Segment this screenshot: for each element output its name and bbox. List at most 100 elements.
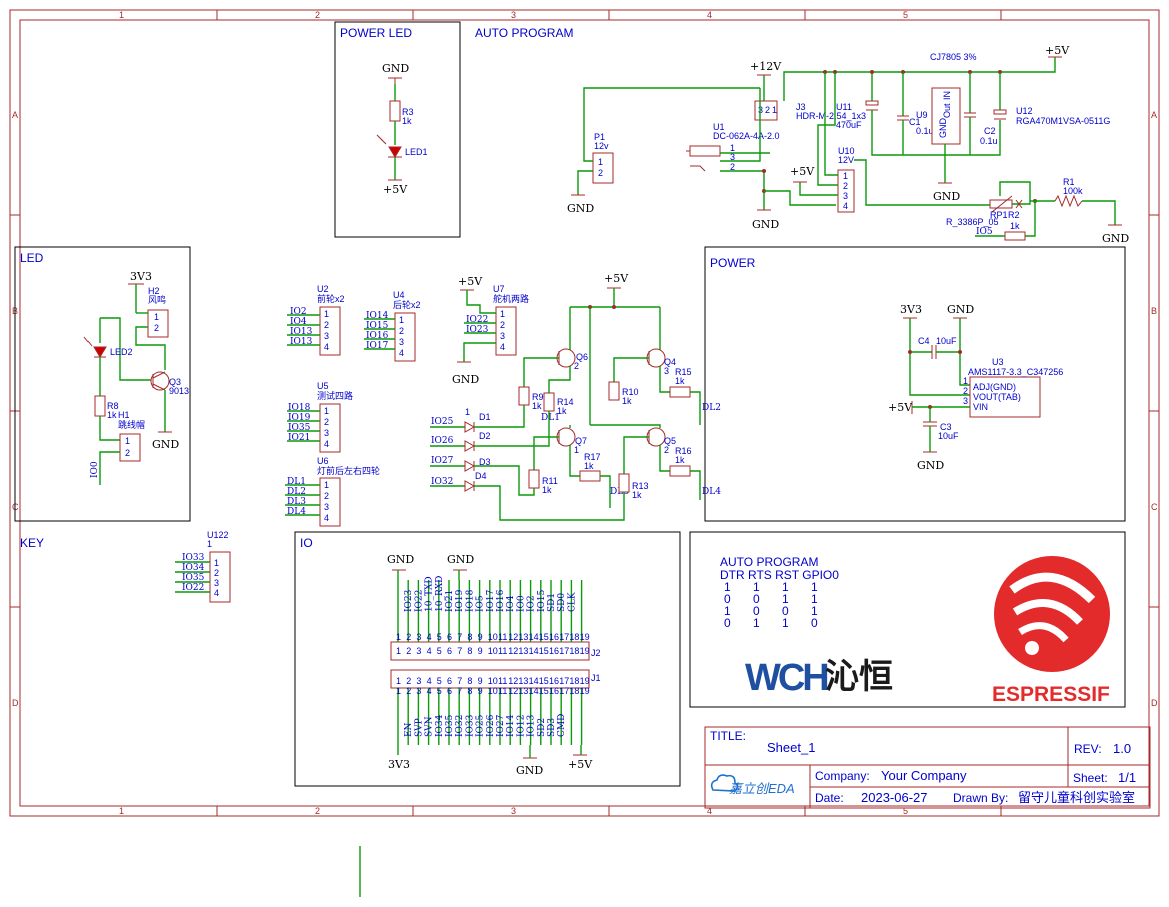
pin-number: 18 bbox=[569, 646, 579, 656]
r15-ref: R15 bbox=[675, 367, 692, 377]
pin-number: 2 bbox=[324, 417, 329, 427]
resistor-r16 bbox=[669, 465, 691, 477]
grid-col: 4 bbox=[707, 10, 712, 20]
pin-number: 3 bbox=[214, 578, 219, 588]
pin-number: 1 bbox=[465, 407, 470, 417]
u6-ref: U6 bbox=[317, 456, 329, 466]
u10-value: 12V bbox=[838, 155, 854, 165]
p3v3-label: 3V3 bbox=[900, 303, 922, 316]
pin-number: 1 bbox=[214, 558, 219, 568]
pin-number: 13 bbox=[518, 676, 528, 686]
q5-ref: Q5 bbox=[664, 436, 676, 446]
net-label: DL1 bbox=[287, 477, 306, 487]
pin-number: 9 bbox=[478, 646, 483, 656]
diode-d3 bbox=[464, 460, 476, 472]
grid-row: D bbox=[12, 698, 19, 708]
grid-row: A bbox=[12, 110, 18, 120]
net-label: IO4 bbox=[290, 317, 307, 327]
q6-value: 2 bbox=[574, 361, 579, 371]
r11-ref: R11 bbox=[542, 476, 558, 486]
net-label: IO21 bbox=[288, 433, 310, 443]
net-label: IO18 bbox=[465, 589, 475, 612]
u7-value: 舵机两路 bbox=[493, 293, 529, 304]
power-led-circuit: GND R3 1k LED1 +5V bbox=[376, 62, 428, 196]
pin-number: 14 bbox=[529, 632, 539, 642]
net-label: EN bbox=[404, 722, 414, 737]
pin-number: 8 bbox=[467, 676, 472, 686]
pin-number: 3 bbox=[963, 396, 968, 406]
pin-number: 4 bbox=[427, 676, 432, 686]
net-label: IO33 bbox=[182, 553, 205, 563]
pin-number: 16 bbox=[549, 632, 559, 642]
eda-logo-text: 嘉立创EDA bbox=[729, 781, 795, 796]
net-label: IO13 bbox=[290, 327, 313, 337]
q7-ref: Q7 bbox=[575, 436, 587, 446]
pin-number: 6 bbox=[447, 686, 452, 696]
r2-value: 1k bbox=[1010, 221, 1020, 231]
net-label: IO15 bbox=[366, 321, 389, 331]
c4-ref: C4 bbox=[918, 336, 930, 346]
title-label: TITLE: bbox=[710, 729, 746, 743]
net-label: 10_TXD bbox=[425, 576, 435, 612]
company-label: Company: bbox=[815, 769, 870, 783]
led-driver-circuit: +5V Q6 2 R9 1k R14 1k DL1 Q4 3 R10 1k R1… bbox=[430, 272, 721, 521]
pin-number: 6 bbox=[447, 646, 452, 656]
potentiometer-rp1 bbox=[989, 199, 1013, 209]
pin-number: 8 bbox=[467, 632, 472, 642]
gnd-label: GND bbox=[516, 764, 543, 777]
grid-col: 5 bbox=[903, 10, 908, 20]
resistor-r11 bbox=[528, 469, 540, 489]
net-label: IO4 bbox=[506, 595, 516, 612]
pin-number: 1 bbox=[730, 143, 735, 153]
pin-number: 6 bbox=[447, 676, 452, 686]
grid-column-labels-top: 1 2 3 4 5 bbox=[119, 10, 908, 20]
p3v3-label: 3V3 bbox=[388, 758, 410, 771]
r11-value: 1k bbox=[542, 485, 552, 495]
auto-program-table: AUTO PROGRAM DTR RTS RST GPIO0 1 1 1 1 0… bbox=[720, 555, 839, 630]
u6-value: 灯前后左右四轮 bbox=[317, 465, 380, 476]
pin-number: 16 bbox=[549, 646, 559, 656]
net-label: SVN bbox=[425, 716, 435, 737]
net-label: IO22 bbox=[182, 583, 204, 593]
table-cell: 1 bbox=[782, 592, 789, 606]
pin-number: 12 bbox=[508, 646, 518, 656]
sheet-frame bbox=[9, 9, 1160, 817]
table-cell: 1 bbox=[724, 604, 731, 618]
net-label: IO16 bbox=[496, 589, 506, 612]
q3-value: 9013 bbox=[169, 386, 189, 396]
net-label: 10_RXD bbox=[435, 576, 445, 612]
pin-number: 2 bbox=[843, 181, 848, 191]
p1-ref: P1 bbox=[594, 132, 605, 142]
buzzer-h2 bbox=[147, 309, 169, 338]
table-cell: 1 bbox=[811, 580, 818, 594]
pin-number: 5 bbox=[437, 646, 442, 656]
pin-number: 2 bbox=[125, 448, 130, 458]
table-cell: 0 bbox=[753, 604, 760, 618]
net-label: IO23 bbox=[404, 589, 414, 612]
pin-number: 12 bbox=[508, 632, 518, 642]
pin-number: 3 bbox=[416, 646, 421, 656]
pin-number: 3 bbox=[416, 686, 421, 696]
title-value: Sheet_1 bbox=[767, 740, 815, 755]
u2-value: 前轮x2 bbox=[317, 293, 345, 304]
r15-value: 1k bbox=[675, 376, 685, 386]
pin-number: 10 bbox=[488, 646, 498, 656]
q5-value: 2 bbox=[664, 445, 669, 455]
diode-d4 bbox=[464, 480, 476, 492]
net-label: IO16 bbox=[366, 331, 389, 341]
d4-ref: D4 bbox=[475, 471, 487, 481]
pin-number: 17 bbox=[559, 646, 569, 656]
pin-number: 4 bbox=[427, 632, 432, 642]
u5-ref: U5 bbox=[317, 381, 329, 391]
grid-row: D bbox=[1151, 698, 1158, 708]
u3-value: AMS1117-3.3_C347256 bbox=[968, 367, 1063, 377]
q6-ref: Q6 bbox=[576, 352, 588, 362]
gnd-label: GND bbox=[447, 553, 474, 566]
pin-number: 2 bbox=[500, 320, 505, 330]
u4-value: 后轮x2 bbox=[393, 299, 421, 310]
pin-number: 19 bbox=[580, 686, 590, 696]
pin-number: 18 bbox=[569, 686, 579, 696]
net-label: IO35 bbox=[445, 714, 455, 737]
r1-value: 100k bbox=[1063, 186, 1083, 196]
block-title-auto-program: AUTO PROGRAM bbox=[475, 26, 573, 40]
